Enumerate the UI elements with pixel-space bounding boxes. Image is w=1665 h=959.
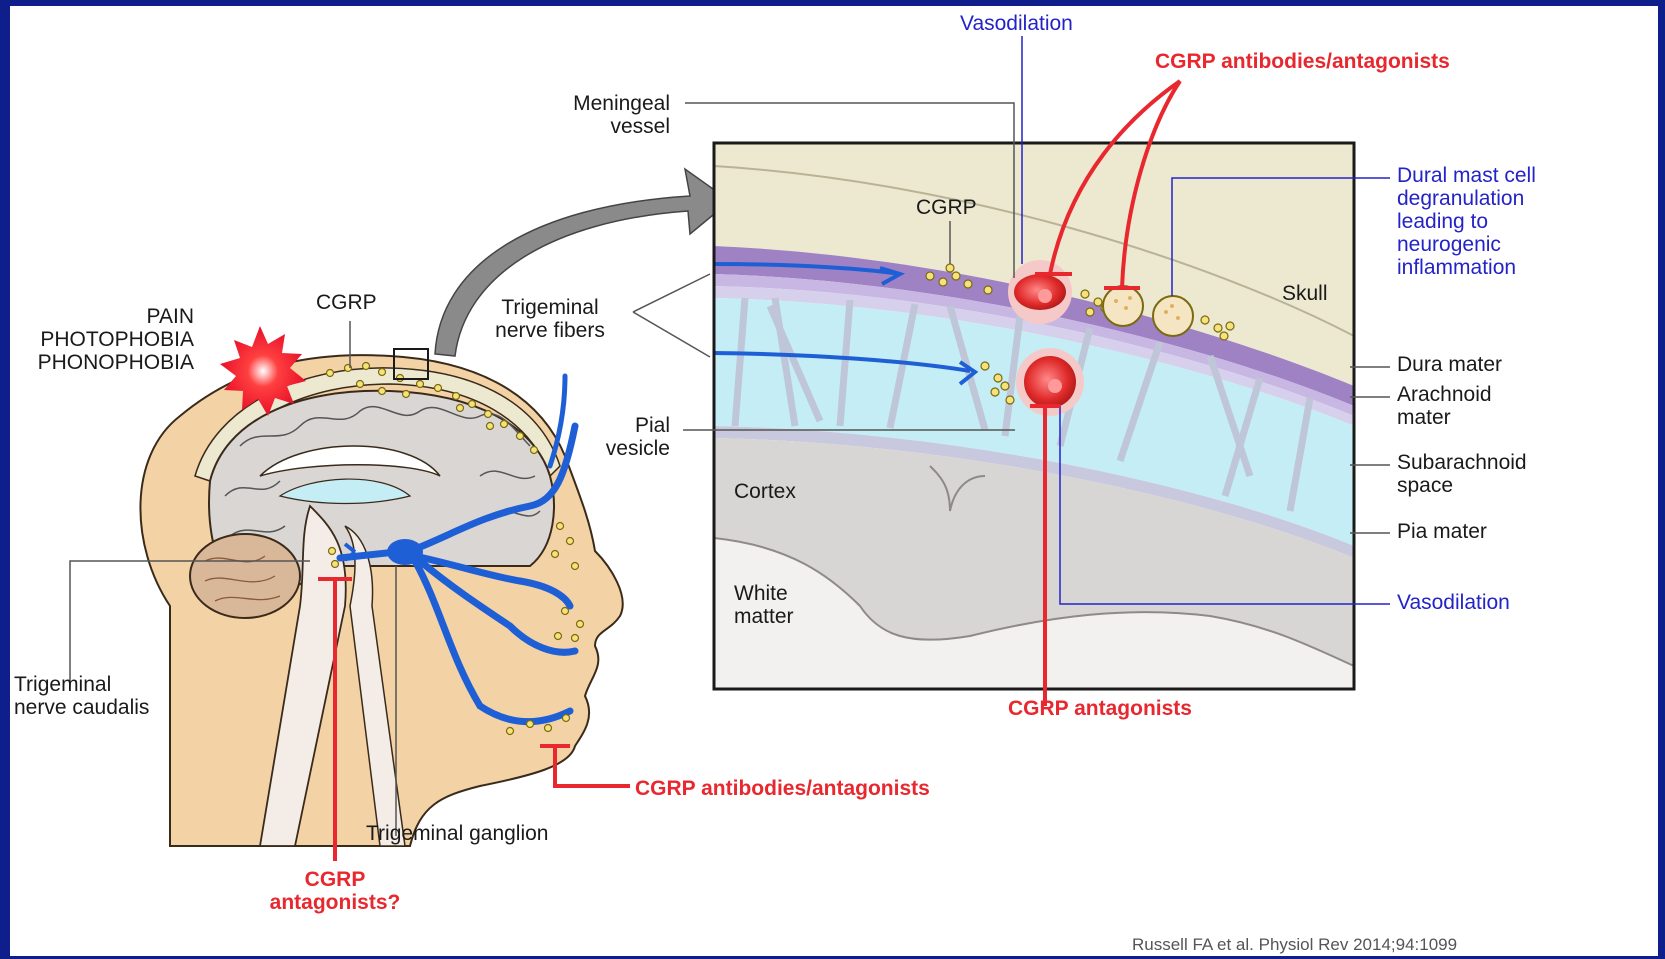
pia-mater-label: Pia mater [1397, 520, 1487, 543]
arachnoid-mater-label: Arachnoid mater [1397, 383, 1492, 429]
trigeminal-nerve-fibers-line1: Trigeminal [480, 296, 620, 319]
white-matter-line1: White [734, 582, 794, 605]
mast-cell [1103, 286, 1143, 326]
dural-mast-cell-line1: Dural mast cell [1397, 164, 1536, 187]
trigeminal-nerve-caudalis-line1: Trigeminal [14, 673, 149, 696]
meningeal-vessel-line1: Meningeal [550, 92, 670, 115]
citation: Russell FA et al. Physiol Rev 2014;94:10… [1132, 935, 1457, 955]
pain-label: PAIN [10, 305, 194, 328]
meninges-inset [714, 143, 1354, 689]
trigeminal-nerve-fibers-label: Trigeminal nerve fibers [480, 296, 620, 342]
dural-mast-cell-line2: degranulation [1397, 187, 1536, 210]
cgrp-antagonists-q-line1: CGRP [260, 868, 410, 891]
phonophobia-label: PHONOPHOBIA [10, 351, 194, 374]
dural-mast-cell-line4: neurogenic [1397, 233, 1536, 256]
trigeminal-nerve-caudalis-line2: nerve caudalis [14, 696, 149, 719]
meningeal-vessel-label: Meningeal vessel [550, 92, 670, 138]
dural-mast-cell-line5: inflammation [1397, 256, 1536, 279]
trigeminal-nerve-caudalis-label: Trigeminal nerve caudalis [14, 673, 149, 719]
subarachnoid-space-line2: space [1397, 474, 1527, 497]
photophobia-label: PHOTOPHOBIA [10, 328, 194, 351]
cgrp-antagonists-label: CGRP antagonists [1008, 697, 1192, 720]
pial-vesicle-line2: vesicle [580, 437, 670, 460]
cgrp-inset-label: CGRP [916, 196, 977, 219]
trigeminal-ganglion-label: Trigeminal ganglion [366, 822, 549, 845]
dura-mater-label: Dura mater [1397, 353, 1502, 376]
cgrp-antagonists-q-label: CGRP antagonists? [260, 868, 410, 914]
diagram-panel: Vasodilation CGRP antibodies/antagonists… [10, 6, 1658, 956]
dural-mast-cell-line3: leading to [1397, 210, 1536, 233]
symptoms-label: PAIN PHOTOPHOBIA PHONOPHOBIA [10, 305, 194, 374]
mast-cell [1153, 296, 1193, 336]
cortex-label: Cortex [734, 480, 796, 503]
trigeminal-ganglion [387, 539, 423, 565]
subarachnoid-space-label: Subarachnoid space [1397, 451, 1527, 497]
skull-label: Skull [1282, 282, 1328, 305]
cgrp-antibodies-bottom-label: CGRP antibodies/antagonists [635, 777, 930, 800]
subarachnoid-space-line1: Subarachnoid [1397, 451, 1527, 474]
cgrp-head-label: CGRP [316, 291, 377, 314]
head-illustration [140, 169, 730, 846]
trigeminal-nerve-fibers-line2: nerve fibers [480, 319, 620, 342]
cerebellum [190, 534, 300, 618]
vasodilation-bottom-label: Vasodilation [1397, 591, 1510, 614]
arachnoid-mater-line2: mater [1397, 406, 1492, 429]
arachnoid-mater-line1: Arachnoid [1397, 383, 1492, 406]
vasodilation-top-label: Vasodilation [960, 12, 1073, 35]
white-matter-line2: matter [734, 605, 794, 628]
meningeal-vessel-line2: vessel [550, 115, 670, 138]
dural-mast-cell-label: Dural mast cell degranulation leading to… [1397, 164, 1536, 279]
cgrp-antibodies-top-label: CGRP antibodies/antagonists [1155, 50, 1450, 73]
white-matter-label: White matter [734, 582, 794, 628]
pial-vesicle-label: Pial vesicle [580, 414, 670, 460]
pial-vesicle-line1: Pial [580, 414, 670, 437]
cgrp-antagonists-q-line2: antagonists? [260, 891, 410, 914]
